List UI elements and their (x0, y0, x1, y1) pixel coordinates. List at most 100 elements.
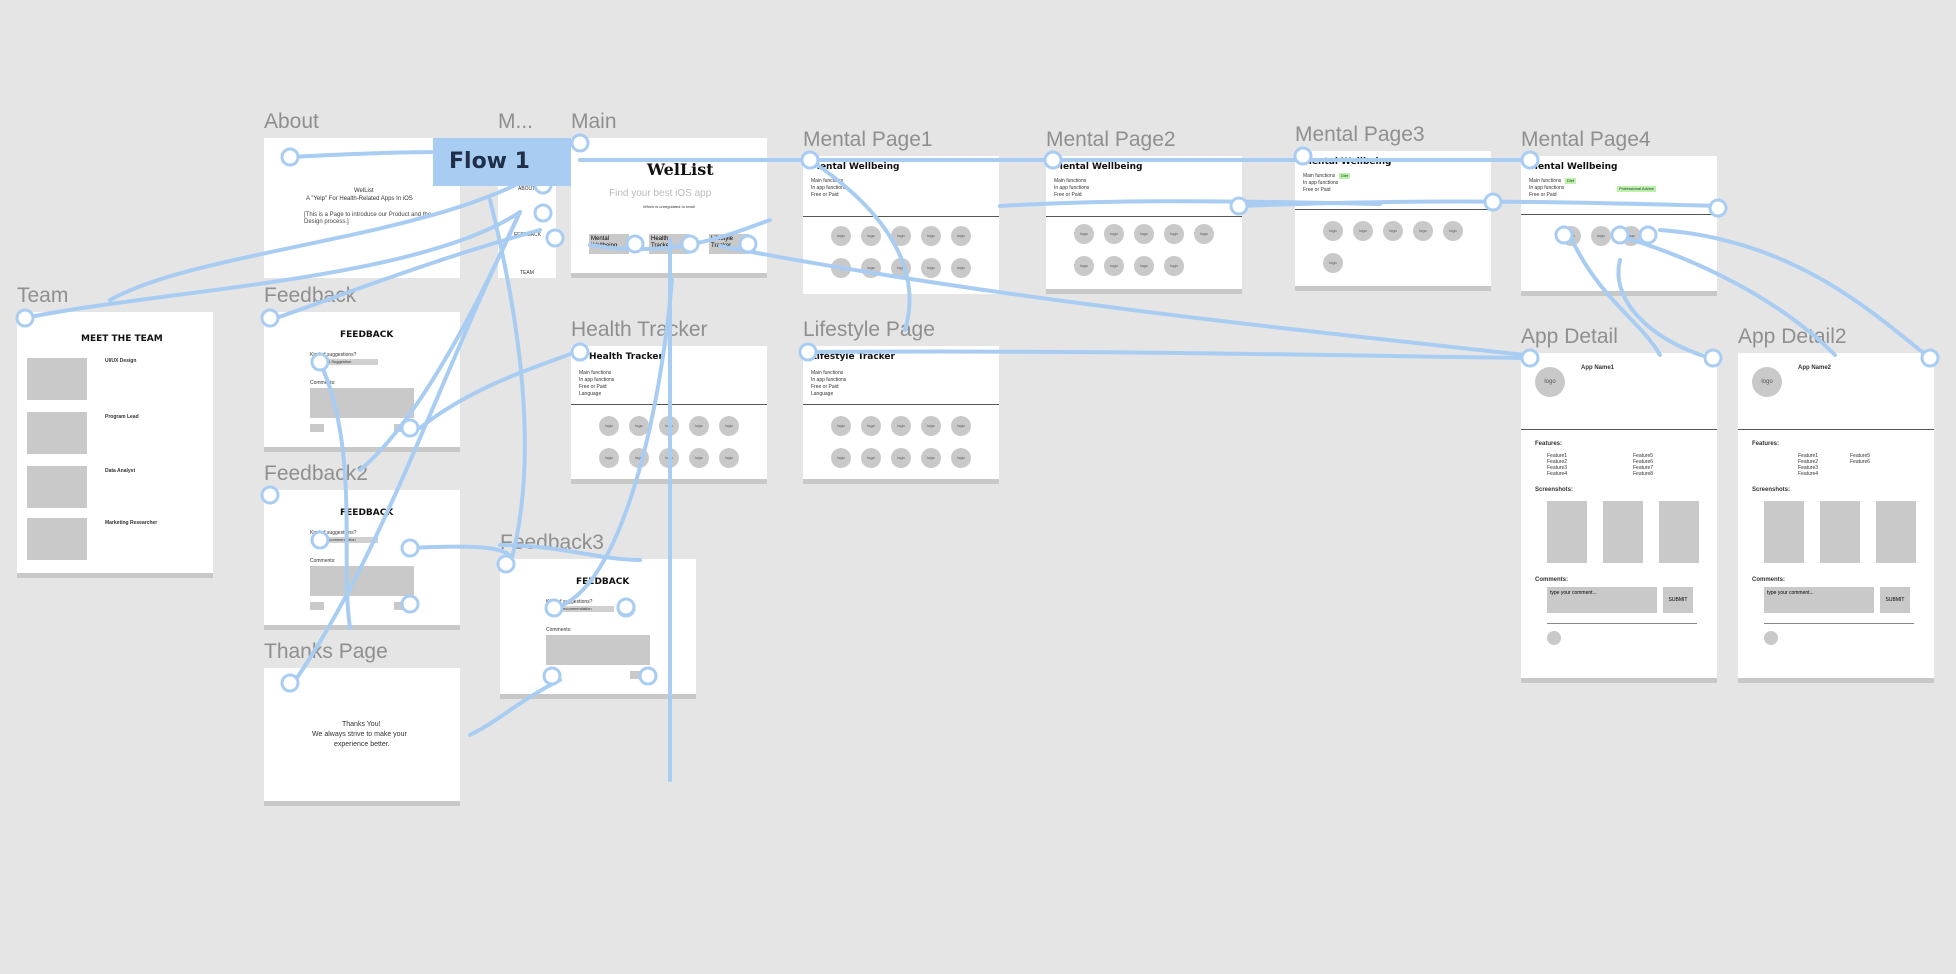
connector-handle[interactable] (544, 598, 564, 618)
app-logo-circle[interactable]: logo (1164, 256, 1184, 276)
feedback-submit-button[interactable] (310, 424, 324, 432)
app-detail2-frame[interactable]: logo App Name2 Features: Feature1 Featur… (1738, 353, 1934, 683)
filter-tag-selected[interactable]: Diet (1339, 173, 1351, 179)
connector-handle[interactable] (310, 530, 330, 550)
connector-handle[interactable] (1638, 225, 1658, 245)
connector-handle[interactable] (1554, 225, 1574, 245)
screenshot[interactable] (1547, 501, 1587, 563)
flow-start-button[interactable]: Flow 1 (433, 138, 571, 186)
comment-input[interactable]: type your comment... (1764, 587, 1874, 613)
app-logo-circle[interactable]: logo (1413, 221, 1433, 241)
connector-handle[interactable] (260, 308, 280, 328)
connector-handle[interactable] (1043, 150, 1063, 170)
mental-page2-frame[interactable]: Mental Wellbeing Main functions In app f… (1046, 156, 1242, 294)
lifestyle-page-frame[interactable]: Lifestyle Tracker Main functions In app … (803, 346, 999, 484)
app-logo-circle[interactable]: logo (1104, 224, 1124, 244)
feedback-option[interactable]: General Suggestion (314, 359, 378, 365)
frame-label-health-tracker[interactable]: Health Tracker (571, 318, 708, 341)
connector-handle[interactable] (15, 308, 35, 328)
submit-button[interactable]: SUBMIT (1663, 587, 1693, 613)
app-logo-circle[interactable]: logo (719, 416, 739, 436)
app-logo-circle[interactable]: logo (689, 448, 709, 468)
connector-handle[interactable] (680, 234, 700, 254)
connector-handle[interactable] (738, 234, 758, 254)
connector-handle[interactable] (400, 418, 420, 438)
app-logo-circle[interactable]: logo (1591, 226, 1611, 246)
app-logo-circle[interactable]: logo (831, 448, 851, 468)
app-logo-circle[interactable]: logo (689, 416, 709, 436)
frame-label-team[interactable]: Team (17, 284, 69, 307)
feedback-comment-input[interactable] (310, 388, 414, 418)
frame-label-feedback[interactable]: Feedback (264, 284, 357, 307)
frame-label-mental-page3[interactable]: Mental Page3 (1295, 123, 1425, 146)
connector-handle[interactable] (1520, 348, 1540, 368)
submit-button[interactable]: SUBMIT (1880, 587, 1910, 613)
frame-label-mental-page1[interactable]: Mental Page1 (803, 128, 933, 151)
app-logo-circle[interactable]: logo (1383, 221, 1403, 241)
app-logo-circle[interactable]: logo (831, 416, 851, 436)
app-logo-circle[interactable]: logo (921, 448, 941, 468)
connector-handle[interactable] (1703, 348, 1723, 368)
screenshot[interactable] (1659, 501, 1699, 563)
app-logo-circle[interactable]: logo (1074, 224, 1094, 244)
app-logo-circle[interactable]: logo (1194, 224, 1214, 244)
connector-handle[interactable] (1610, 225, 1630, 245)
connector-handle[interactable] (1229, 196, 1249, 216)
connector-handle[interactable] (638, 666, 658, 686)
app-logo-circle[interactable]: logo (891, 226, 911, 246)
connector-handle[interactable] (800, 150, 820, 170)
frame-label-feedback2[interactable]: Feedback2 (264, 462, 368, 485)
connector-handle[interactable] (1293, 146, 1313, 166)
connector-handle[interactable] (616, 597, 636, 617)
frame-label-mental-page4[interactable]: Mental Page4 (1521, 128, 1651, 151)
menu-item-about[interactable]: ABOUT (518, 186, 536, 192)
frame-label-menu[interactable]: M... (498, 110, 533, 133)
app-logo-circle[interactable]: logo (599, 416, 619, 436)
frame-label-feedback3[interactable]: Feedback3 (500, 531, 604, 554)
app-detail-frame[interactable]: logo App Name1 Features: Feature1 Featur… (1521, 353, 1717, 683)
app-logo-circle[interactable]: logo (921, 226, 941, 246)
app-logo-circle[interactable]: logo (1323, 221, 1343, 241)
connector-handle[interactable] (400, 538, 420, 558)
app-logo-circle[interactable]: logo (861, 226, 881, 246)
app-logo-circle[interactable]: logo (891, 416, 911, 436)
feedback2-comment-input[interactable] (310, 566, 414, 596)
app-logo-circle[interactable]: logo (1134, 224, 1154, 244)
app-logo-circle[interactable]: logo (891, 448, 911, 468)
filter-tag-selected[interactable]: Diet (1565, 178, 1577, 184)
frame-label-main[interactable]: Main (571, 110, 617, 133)
mental-page3-frame[interactable]: Mental Wellbeing Main functions Diet In … (1295, 151, 1491, 291)
feedback3-comment-input[interactable] (546, 635, 650, 665)
main-search-input[interactable]: Find your best iOS app (609, 188, 712, 199)
app-logo-circle[interactable]: logo (1443, 221, 1463, 241)
feedback3-frame[interactable]: FEEDBACK Kind of suggestions? App Recomm… (500, 559, 696, 699)
app-logo-circle[interactable]: logo (1104, 256, 1124, 276)
app-logo-circle[interactable]: logo (861, 416, 881, 436)
app-logo-circle[interactable]: logo (951, 448, 971, 468)
connector-handle[interactable] (542, 666, 562, 686)
thanks-frame[interactable]: Thanks You! We always strive to make you… (264, 668, 460, 806)
app-logo-circle[interactable]: logo (719, 448, 739, 468)
app-logo-circle[interactable]: logo (921, 258, 941, 278)
connector-handle[interactable] (1520, 150, 1540, 170)
connector-handle[interactable] (280, 673, 300, 693)
feedback2-frame[interactable]: FEEDBACK Kind of suggestions? App Recomm… (264, 490, 460, 630)
connector-handle[interactable] (798, 342, 818, 362)
app-logo-circle[interactable]: logo (951, 226, 971, 246)
app-logo-circle[interactable]: logo (1134, 256, 1154, 276)
frame-label-mental-page2[interactable]: Mental Page2 (1046, 128, 1176, 151)
connector-handle[interactable] (570, 133, 590, 153)
connector-handle[interactable] (1708, 198, 1728, 218)
app-logo-circle[interactable]: logo (1074, 256, 1094, 276)
menu-item-team[interactable]: TEAM (520, 270, 534, 276)
team-frame[interactable]: MEET THE TEAM UI/UX Design Program Lead … (17, 312, 213, 578)
connector-handle[interactable] (260, 485, 280, 505)
frame-label-about[interactable]: About (264, 110, 319, 133)
screenshot[interactable] (1603, 501, 1643, 563)
connector-handle[interactable] (1920, 348, 1940, 368)
connector-handle[interactable] (533, 203, 553, 223)
feedback2-submit-button[interactable] (310, 602, 324, 610)
connector-handle[interactable] (1483, 192, 1503, 212)
app-logo-circle[interactable]: logo (1164, 224, 1184, 244)
comment-input[interactable]: type your comment... (1547, 587, 1657, 613)
